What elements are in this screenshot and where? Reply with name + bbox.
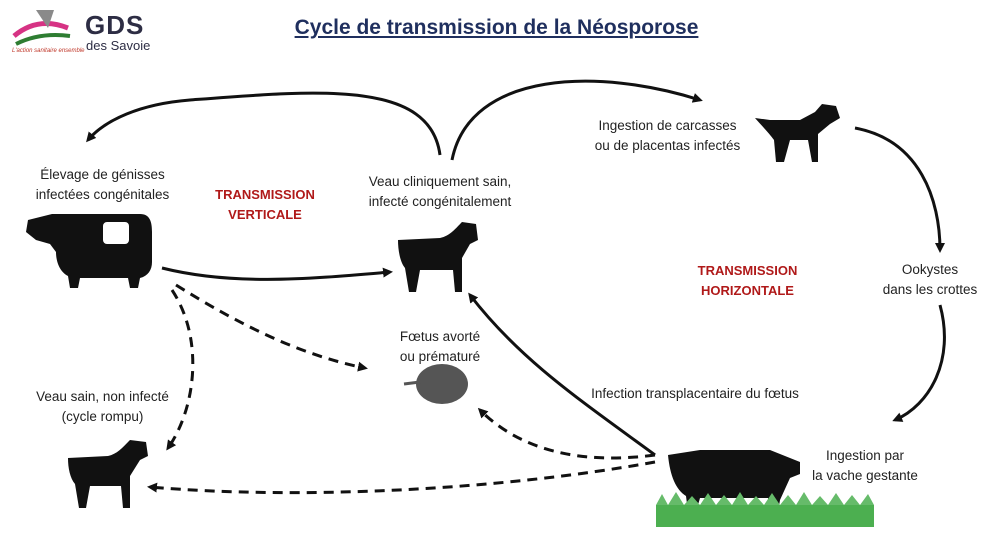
arrow-genisses-to-veau: [161, 266, 393, 281]
category-verticale: TRANSMISSION VERTICALE: [195, 185, 335, 225]
label-carcasses-line2: ou de placentas infectés: [594, 138, 741, 153]
label-foetus: Fœtus avorté ou prématuré: [385, 327, 495, 367]
category-horizontale-line2: HORIZONTALE: [701, 283, 794, 298]
arrow-genisses-to-veau-sain: [166, 289, 195, 451]
label-veau-non-infecte-line2: (cycle rompu): [61, 409, 144, 424]
arrow-vache-to-veau: [468, 292, 656, 457]
logo-tagline: L'action sanitaire ensemble: [12, 48, 85, 54]
logo-name: GDS: [85, 10, 145, 40]
label-ookystes-line1: Ookystes: [901, 262, 959, 277]
label-veau-non-infecte: Veau sain, non infecté (cycle rompu): [15, 387, 190, 427]
logo-mark-icon: [12, 10, 71, 46]
label-ookystes: Ookystes dans les crottes: [870, 260, 990, 300]
cow-icon: [26, 214, 152, 288]
label-foetus-line2: ou prématuré: [399, 349, 481, 364]
arrow-vache-to-veau-sain: [147, 460, 656, 495]
label-veau-infecte-line2: infecté congénitalement: [368, 194, 512, 209]
logo-subtitle: des Savoie: [86, 38, 151, 53]
label-genisses-line2: infectées congénitales: [35, 187, 170, 202]
arrow-veau-to-carcasses: [450, 79, 703, 161]
label-genisses-line1: Élevage de génisses: [40, 167, 165, 182]
label-carcasses-line1: Ingestion de carcasses: [598, 118, 737, 133]
label-vache-line2: la vache gestante: [812, 468, 918, 483]
arrow-genisses-to-foetus: [175, 283, 368, 372]
calf-icon: [68, 440, 148, 508]
category-verticale-line1: TRANSMISSION: [215, 187, 315, 202]
arrow-dog-to-ookystes: [854, 126, 945, 253]
label-veau-infecte: Veau cliniquement sain, infecté congénit…: [345, 172, 535, 212]
foetus-icon: [403, 364, 468, 404]
category-horizontale-line1: TRANSMISSION: [697, 263, 798, 278]
dog-icon: [755, 104, 840, 162]
category-verticale-line2: VERTICALE: [228, 207, 302, 222]
page-title: Cycle de transmission de la Néosporose: [294, 16, 699, 39]
label-transplacentaire: Infection transplacentaire du fœtus: [591, 386, 799, 401]
label-vache-line1: Ingestion par: [825, 448, 905, 463]
grass-icon: [656, 492, 874, 527]
calf-icon: [398, 222, 478, 292]
label-veau-infecte-line1: Veau cliniquement sain,: [368, 174, 512, 189]
arrow-vache-to-foetus: [477, 407, 656, 460]
cow-icon: [668, 450, 800, 512]
label-carcasses: Ingestion de carcasses ou de placentas i…: [580, 116, 755, 156]
label-veau-non-infecte-line1: Veau sain, non infecté: [36, 389, 169, 404]
label-genisses: Élevage de génisses infectées congénital…: [10, 165, 195, 205]
arrow-veau-to-genisses: [86, 91, 442, 156]
arrow-ookystes-to-vache: [892, 304, 946, 422]
label-ookystes-line2: dans les crottes: [882, 282, 978, 297]
label-foetus-line1: Fœtus avorté: [399, 329, 481, 344]
category-horizontale: TRANSMISSION HORIZONTALE: [675, 261, 820, 301]
label-vache: Ingestion par la vache gestante: [800, 446, 930, 486]
